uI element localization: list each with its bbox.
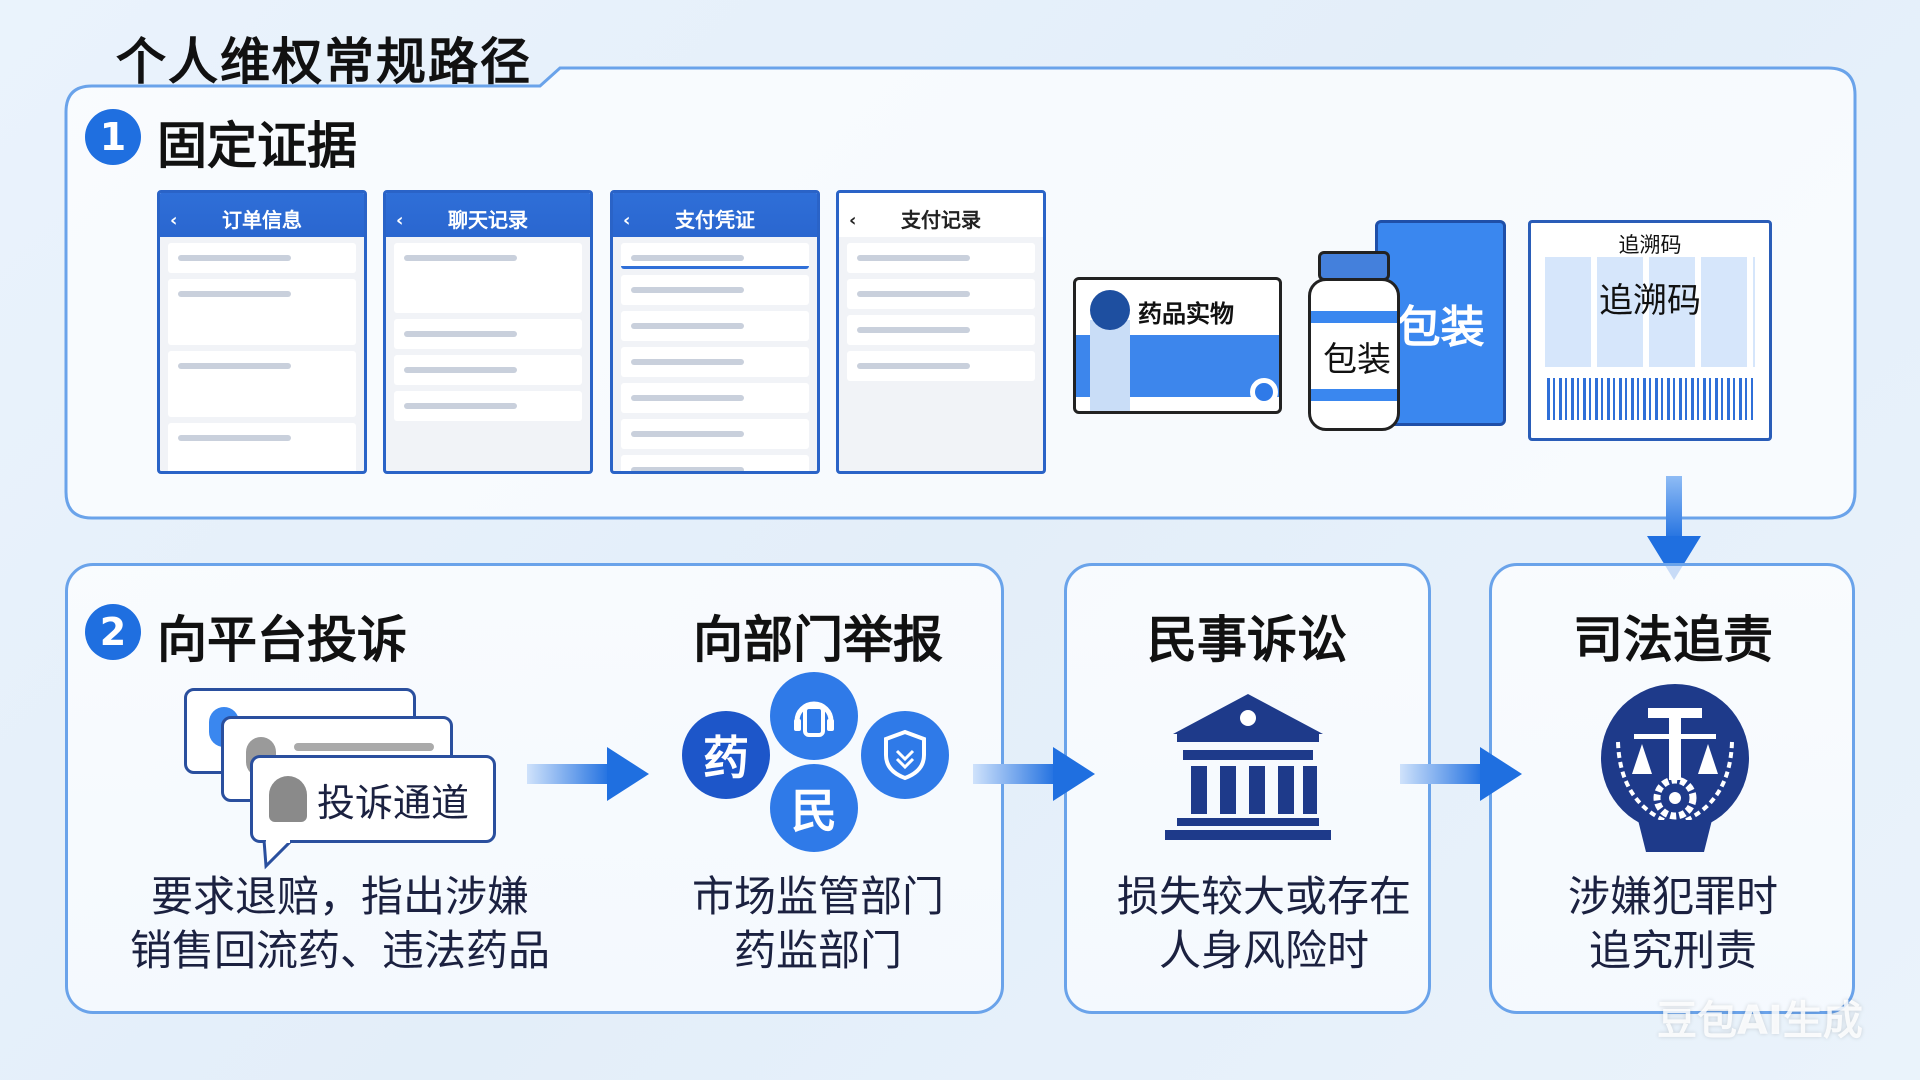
back-icon: ‹ [396,210,404,231]
platform-desc: 要求退赔，指出涉嫌销售回流药、违法药品 [129,872,551,975]
department-report-heading: 向部门举报 [693,611,943,669]
judicial-desc: 涉嫌犯罪时追究刑责 [1567,872,1779,975]
people-badge: 民 [770,764,858,852]
barcode [1547,378,1753,420]
step-number-2: 2 [85,604,141,660]
payment-record-screenshot: ‹ 支付记录 [836,190,1046,474]
medicine-bottle: 包装 [1308,278,1400,431]
civil-litigation-heading: 民事诉讼 [1147,611,1347,669]
phone-header: 订单信息 [222,208,302,232]
complaint-channel-label: 投诉通道 [317,780,470,825]
badge-icon [1250,378,1278,406]
complaint-channel-card: 投诉通道 [250,755,496,843]
back-icon: ‹ [170,210,178,231]
order-info-screenshot: ‹ 订单信息 [157,190,367,474]
chat-record-screenshot: ‹ 聊天记录 [383,190,593,474]
back-icon: ‹ [849,210,857,231]
phone-header: 支付凭证 [675,208,755,232]
trace-code-label: 追溯码 [1599,281,1701,321]
back-icon: ‹ [623,210,631,231]
arrow-down-icon [1647,476,1701,580]
bottle-label: 包装 [1311,323,1397,389]
phone-header: 聊天记录 [448,208,528,232]
courthouse-icon [1165,694,1331,840]
drug-item-card: 药品实物 [1073,277,1282,414]
shield-icon [861,711,949,799]
platform-complaint-heading: 向平台投诉 [157,611,407,669]
arrow-right-icon [973,747,1095,801]
speech-tail-icon [262,840,295,870]
civil-desc: 损失较大或存在人身风险时 [1116,872,1412,975]
arrow-right-icon [527,747,649,801]
phone-header: 支付记录 [901,208,981,232]
trace-code-header: 追溯码 [1618,233,1682,257]
user-icon [269,776,307,822]
trace-code-card: 追溯码 追溯码 [1528,220,1772,441]
judicial-heading: 司法追责 [1573,611,1773,669]
arrow-right-icon [1400,747,1522,801]
package-box-label: 包装 [1396,302,1485,353]
payment-voucher-screenshot: ‹ 支付凭证 [610,190,820,474]
step-number-1: 1 [85,109,141,165]
page-title: 个人维权常规路径 [116,33,532,91]
court-emblem-icon [1601,684,1749,852]
drug-card-label: 药品实物 [1138,300,1234,328]
step1-heading: 固定证据 [157,117,357,175]
drug-badge: 药 [682,711,770,799]
person-icon [1090,290,1130,330]
watermark: 豆包AI生成 [1657,998,1863,1044]
headset-icon [770,672,858,760]
bottle-cap [1318,251,1390,281]
civil-litigation-box [1064,563,1431,1014]
department-desc: 市场监管部门药监部门 [691,872,945,975]
